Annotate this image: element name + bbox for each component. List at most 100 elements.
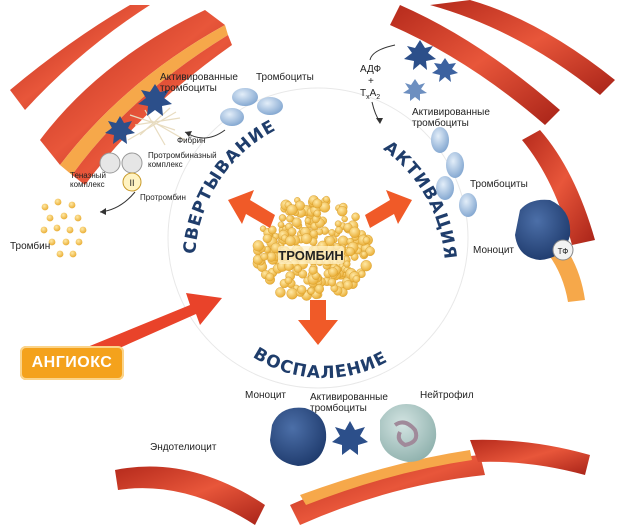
factor-ii-icon	[122, 172, 142, 192]
thrombin-label-background	[278, 246, 344, 264]
thrombin-granule	[349, 226, 361, 238]
adp-label: АДФ	[360, 64, 382, 75]
thrombin-particle	[68, 201, 76, 209]
vessel-top-right	[390, 0, 615, 302]
platelet	[257, 97, 283, 115]
thrombin-particle	[62, 238, 70, 246]
factor-ii-label: II	[129, 178, 134, 188]
prothrombinase-complex-icon	[121, 152, 143, 174]
thrombin-granule	[307, 287, 315, 295]
thrombin-granule	[291, 217, 302, 228]
thrombin-granule	[297, 285, 307, 295]
thrombin-granule	[341, 215, 348, 223]
thrombin-granule	[335, 226, 343, 234]
platelet	[446, 152, 464, 178]
inflammation-title: ВОСПАЛЕНИЕ	[250, 344, 391, 383]
thrombin-particle	[75, 238, 83, 246]
monocyte-label: Моноцит	[245, 390, 286, 401]
thrombin-granule	[362, 236, 371, 244]
vessel-bottom	[115, 439, 590, 525]
thrombin-granule	[284, 276, 293, 285]
thrombin-particle	[60, 212, 68, 220]
thrombin-granule	[322, 195, 330, 203]
thrombin-granule	[275, 287, 286, 298]
prothrombin-label: Протромбин	[140, 193, 186, 202]
platelet	[232, 88, 258, 106]
angiox-drug-box: АНГИОКС	[20, 346, 124, 380]
thrombin-granule	[262, 233, 272, 244]
thrombin-granule	[328, 267, 338, 277]
platelet	[431, 127, 449, 153]
thrombin-label: ТРОМБИН	[278, 248, 343, 263]
thrombin-particle	[79, 226, 87, 234]
thrombin-granule	[260, 252, 269, 261]
thrombin-particle	[48, 238, 56, 246]
prothrombinase-label-2: комплекс	[148, 160, 183, 169]
thrombin-granule	[352, 275, 361, 283]
thrombin-particle	[46, 214, 54, 222]
thrombin-granule	[365, 246, 375, 256]
thrombin-molecule	[252, 195, 375, 301]
thrombin-particle	[41, 203, 49, 211]
thrombin-granule	[267, 225, 277, 235]
thrombin-granule	[312, 198, 323, 209]
platelets-label: Тромбоциты	[470, 178, 528, 190]
thrombin-particle	[56, 250, 64, 258]
thrombin-granule	[252, 240, 264, 252]
thrombin-granule	[343, 260, 351, 268]
thrombin-small-label: Тромбин	[10, 240, 50, 252]
thrombin-granule	[277, 221, 285, 228]
platelet	[220, 108, 244, 126]
thrombin-granule	[351, 212, 360, 222]
thrombin-granule	[328, 229, 336, 237]
fibrin-mesh	[127, 107, 186, 146]
arrow-to-coagulation	[228, 190, 275, 228]
thrombin-granule	[342, 280, 353, 290]
thrombin-granule	[278, 214, 287, 222]
thrombin-particle	[40, 226, 48, 234]
txa2-label: TxA2	[360, 88, 380, 101]
thrombin-granule	[325, 235, 336, 246]
thrombin-particle	[66, 226, 74, 234]
arrow-to-inflammation	[298, 300, 338, 345]
thrombin-granule	[360, 260, 372, 272]
activated-platelet	[138, 84, 172, 116]
thrombin-granule	[327, 278, 337, 287]
thrombin-particle	[54, 198, 62, 206]
activated-platelet	[105, 116, 135, 144]
thrombin-granule	[309, 229, 318, 238]
platelets-label: Тромбоциты	[256, 71, 314, 83]
thrombin-granule	[308, 265, 318, 275]
vessel-top-left	[10, 5, 232, 185]
thrombin-granule	[345, 247, 355, 257]
neutrophil-icon	[380, 404, 437, 462]
tissue-factor-label: ТФ	[558, 247, 569, 256]
neutrophil-label: Нейтрофил	[420, 389, 474, 401]
thrombin-granule	[314, 284, 324, 294]
monocyte-label: Моноцит	[473, 245, 514, 256]
thrombin-granule	[265, 272, 275, 282]
thrombin-granule	[293, 264, 302, 273]
thrombin-granule	[304, 217, 312, 225]
tenase-label-1: Теназный	[70, 171, 106, 180]
thrombin-particle	[53, 224, 61, 232]
prothrombinase-label-1: Протромбиназный	[148, 151, 217, 160]
thrombin-granule	[334, 220, 342, 228]
activated-platelet	[432, 58, 458, 82]
thrombin-particle	[69, 250, 77, 258]
activated-platelet	[403, 79, 427, 101]
thrombin-granule	[337, 205, 348, 217]
thrombin-granule	[285, 235, 296, 247]
endotheliocyte-label: Эндотелиоцит	[150, 442, 217, 453]
fibrin-label: Фибрин	[177, 136, 205, 145]
activated-platelet	[404, 40, 436, 70]
tenase-complex-icon	[99, 152, 121, 174]
tissue-factor-icon	[552, 239, 574, 261]
